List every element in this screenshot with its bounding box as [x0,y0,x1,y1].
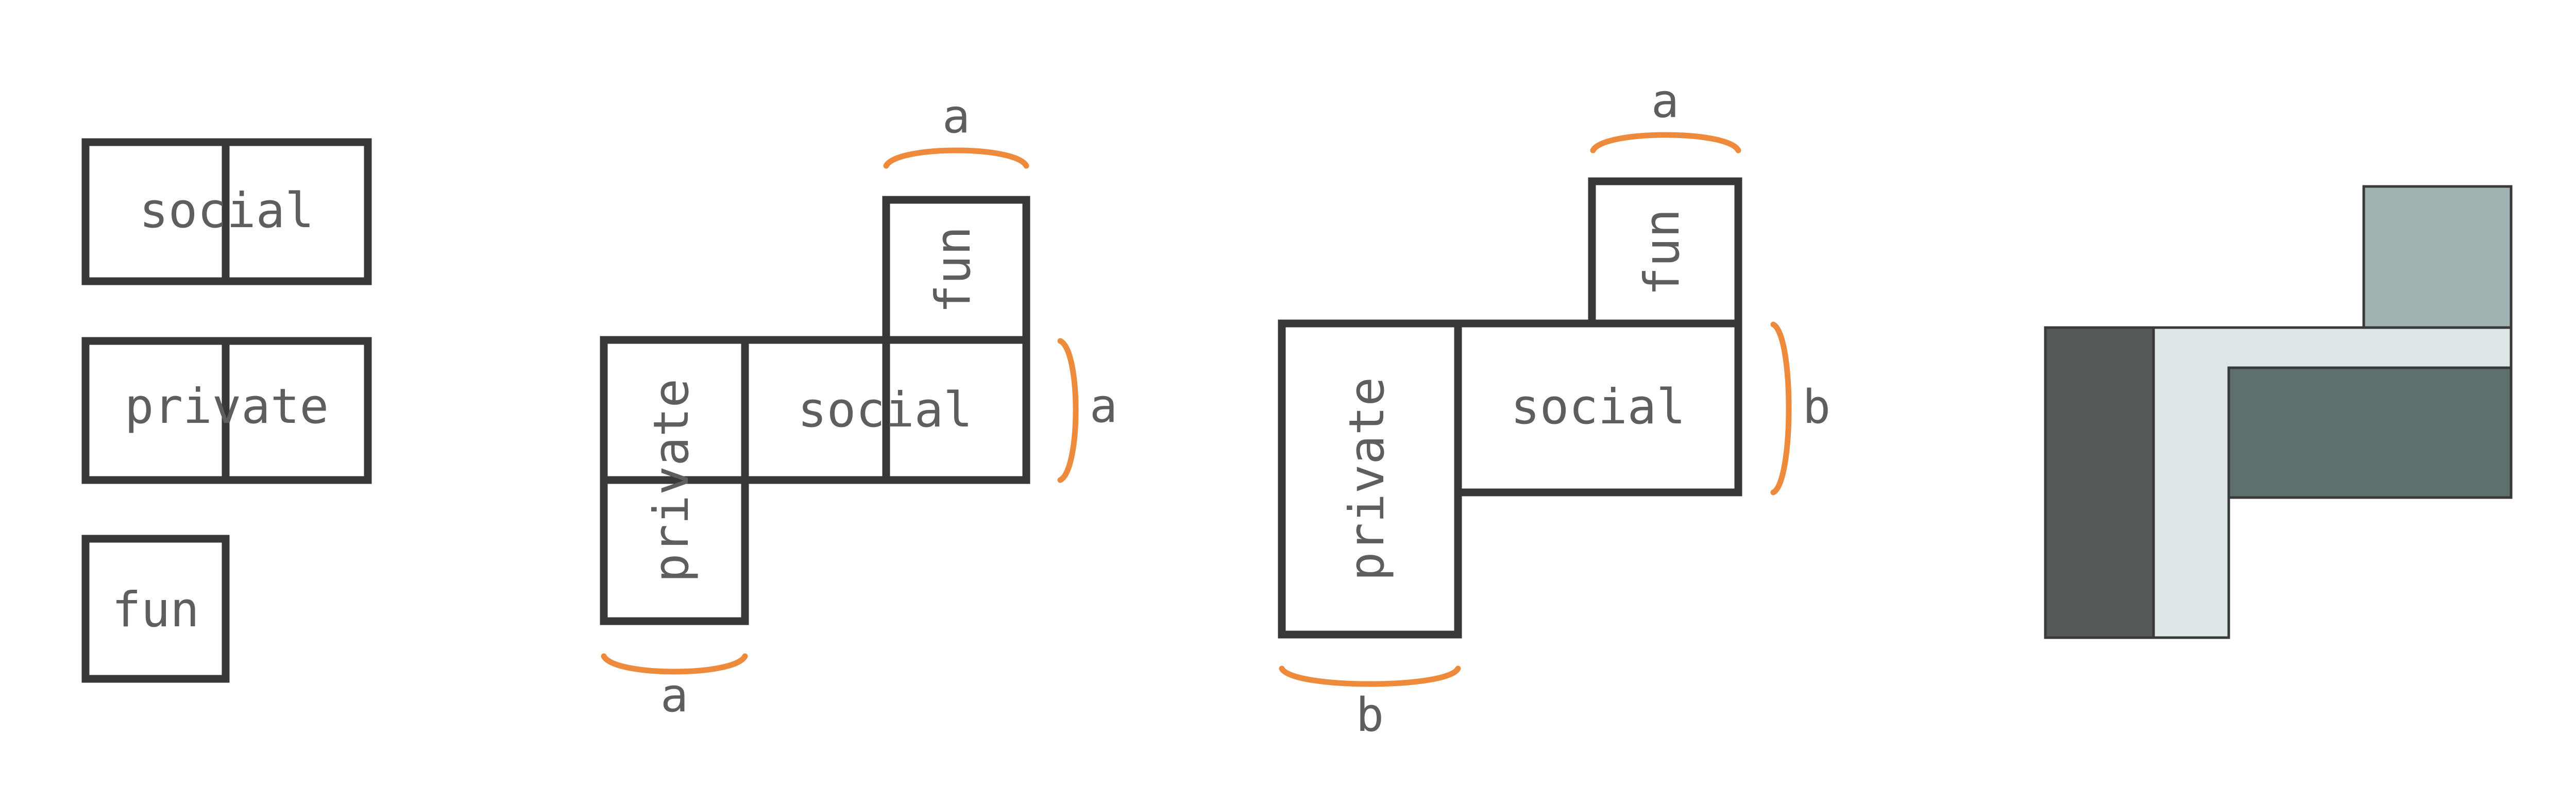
grid-right-brace [1057,338,1079,483]
fun-label: fun [112,582,199,638]
filled-block-mid [2227,366,2513,499]
layout-right-dimension-label: b [1803,380,1831,434]
grid-bottom-dimension-label: a [660,669,688,723]
fun-block: fun [81,535,230,683]
panel-unit-grid: fun social private a a a [600,90,1117,723]
grid-social-row: social [741,336,1030,484]
private-label: private [125,379,329,435]
grid-bottom-brace [601,653,748,675]
layout-private-outline [1278,319,1462,639]
layout-private-cell: private [1278,319,1462,639]
grid-private-label: private [643,379,700,583]
grid-social-label: social [798,382,973,438]
panel-separate-blocks: social private fun [81,138,372,683]
grid-top-dimension-label: a [942,90,970,144]
layout-social-label: social [1511,379,1686,435]
filled-block-gray [2362,185,2513,329]
panel-scaled-layout: fun social private a b b [1278,74,1831,742]
social-block: social [81,138,372,285]
fun-block-outline [81,535,230,683]
private-block: private [81,337,372,484]
layout-bottom-dimension-label: b [1356,688,1384,742]
grid-fun-label: fun [925,226,981,314]
grid-right-dimension-label: a [1090,379,1117,433]
grid-private-column: private [600,336,749,625]
layout-fun-label: fun [1634,209,1690,296]
filled-block-dark [2044,326,2155,639]
grid-top-brace [883,147,1029,169]
grid-fun-cell: fun [882,196,1030,344]
layout-bottom-brace [1279,665,1461,687]
layout-fun-cell: fun [1588,177,1742,328]
social-label: social [139,183,314,239]
panel-filled-blocks [2044,185,2513,639]
layout-top-brace [1590,132,1741,153]
layout-right-brace [1770,321,1792,495]
layout-top-dimension-label: a [1651,74,1679,128]
layout-social-cell: social [1454,319,1742,497]
layout-private-label: private [1339,377,1395,581]
